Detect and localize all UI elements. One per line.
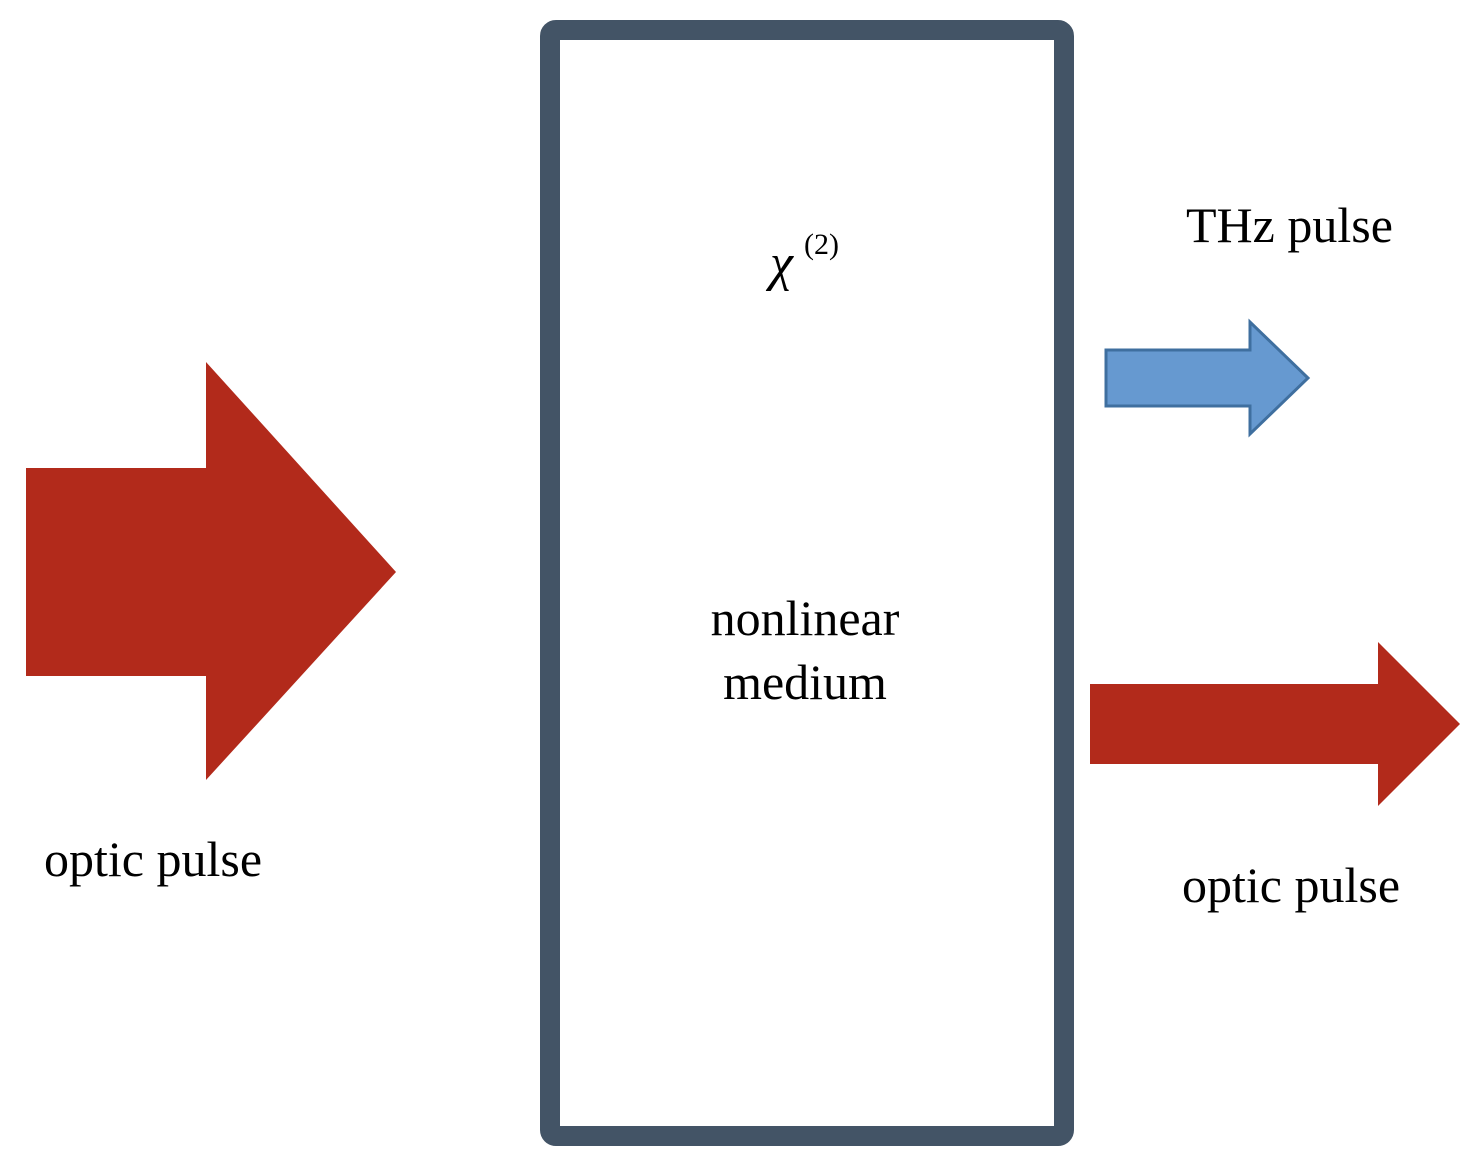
outgoing-optic-pulse-arrow: [1090, 642, 1460, 806]
chi-symbol: χ: [770, 235, 793, 292]
medium-label-line2: medium: [723, 654, 887, 710]
medium-label-line1: nonlinear: [710, 590, 900, 646]
output-pulse-label: optic pulse: [1182, 857, 1401, 913]
chi-order-superscript: (2): [804, 228, 839, 261]
thz-pulse-arrow: [1104, 318, 1311, 438]
nonlinear-medium-box: [540, 20, 1074, 1146]
input-pulse-label: optic pulse: [44, 831, 263, 887]
susceptibility-label: χ (2): [770, 230, 839, 292]
incoming-optic-pulse-arrow: [26, 362, 396, 780]
thz-pulse-label: THz pulse: [1186, 197, 1393, 253]
medium-label: nonlinear medium: [560, 586, 1050, 714]
